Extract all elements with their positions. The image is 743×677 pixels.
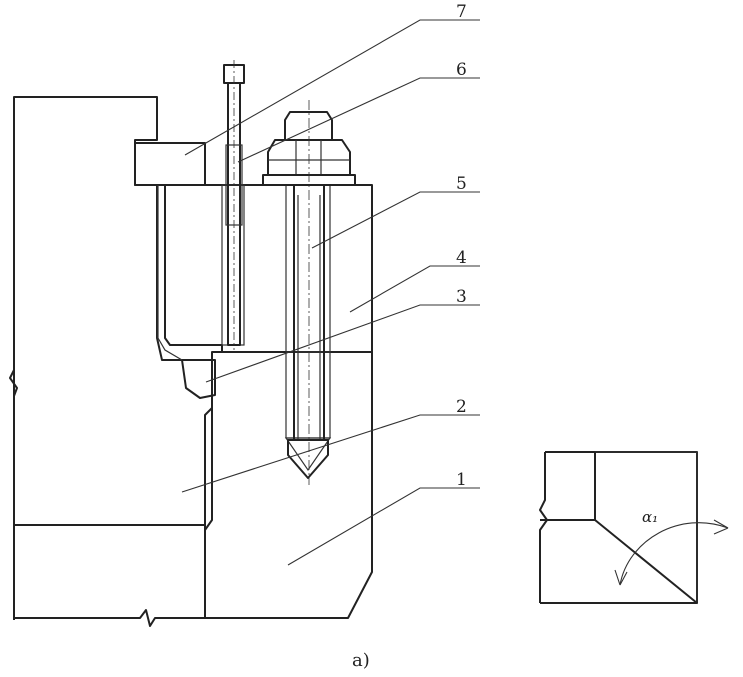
label-part-4: 4 <box>456 248 467 268</box>
part-6-adjusting-screw <box>223 60 245 350</box>
label-part-6: 6 <box>456 60 467 80</box>
label-part-5: 5 <box>456 174 467 194</box>
part-1-die-block <box>204 351 373 619</box>
figure-caption: a) <box>352 650 370 671</box>
part-5-bolt-assembly <box>262 100 356 485</box>
leader-lines <box>181 19 480 566</box>
detail-view-chamfer <box>539 451 729 605</box>
part-4-clamp-block <box>164 184 373 353</box>
label-part-1: 1 <box>456 470 467 490</box>
part-7-retaining-plate <box>134 142 206 361</box>
label-part-2: 2 <box>456 397 467 417</box>
base-plate <box>14 524 206 627</box>
part-2-backing-block <box>9 96 213 620</box>
part-3-wedge-insert <box>181 359 216 399</box>
label-part-7: 7 <box>456 2 467 22</box>
detail-angle-label: α₁ <box>642 508 658 526</box>
label-part-3: 3 <box>456 287 467 307</box>
